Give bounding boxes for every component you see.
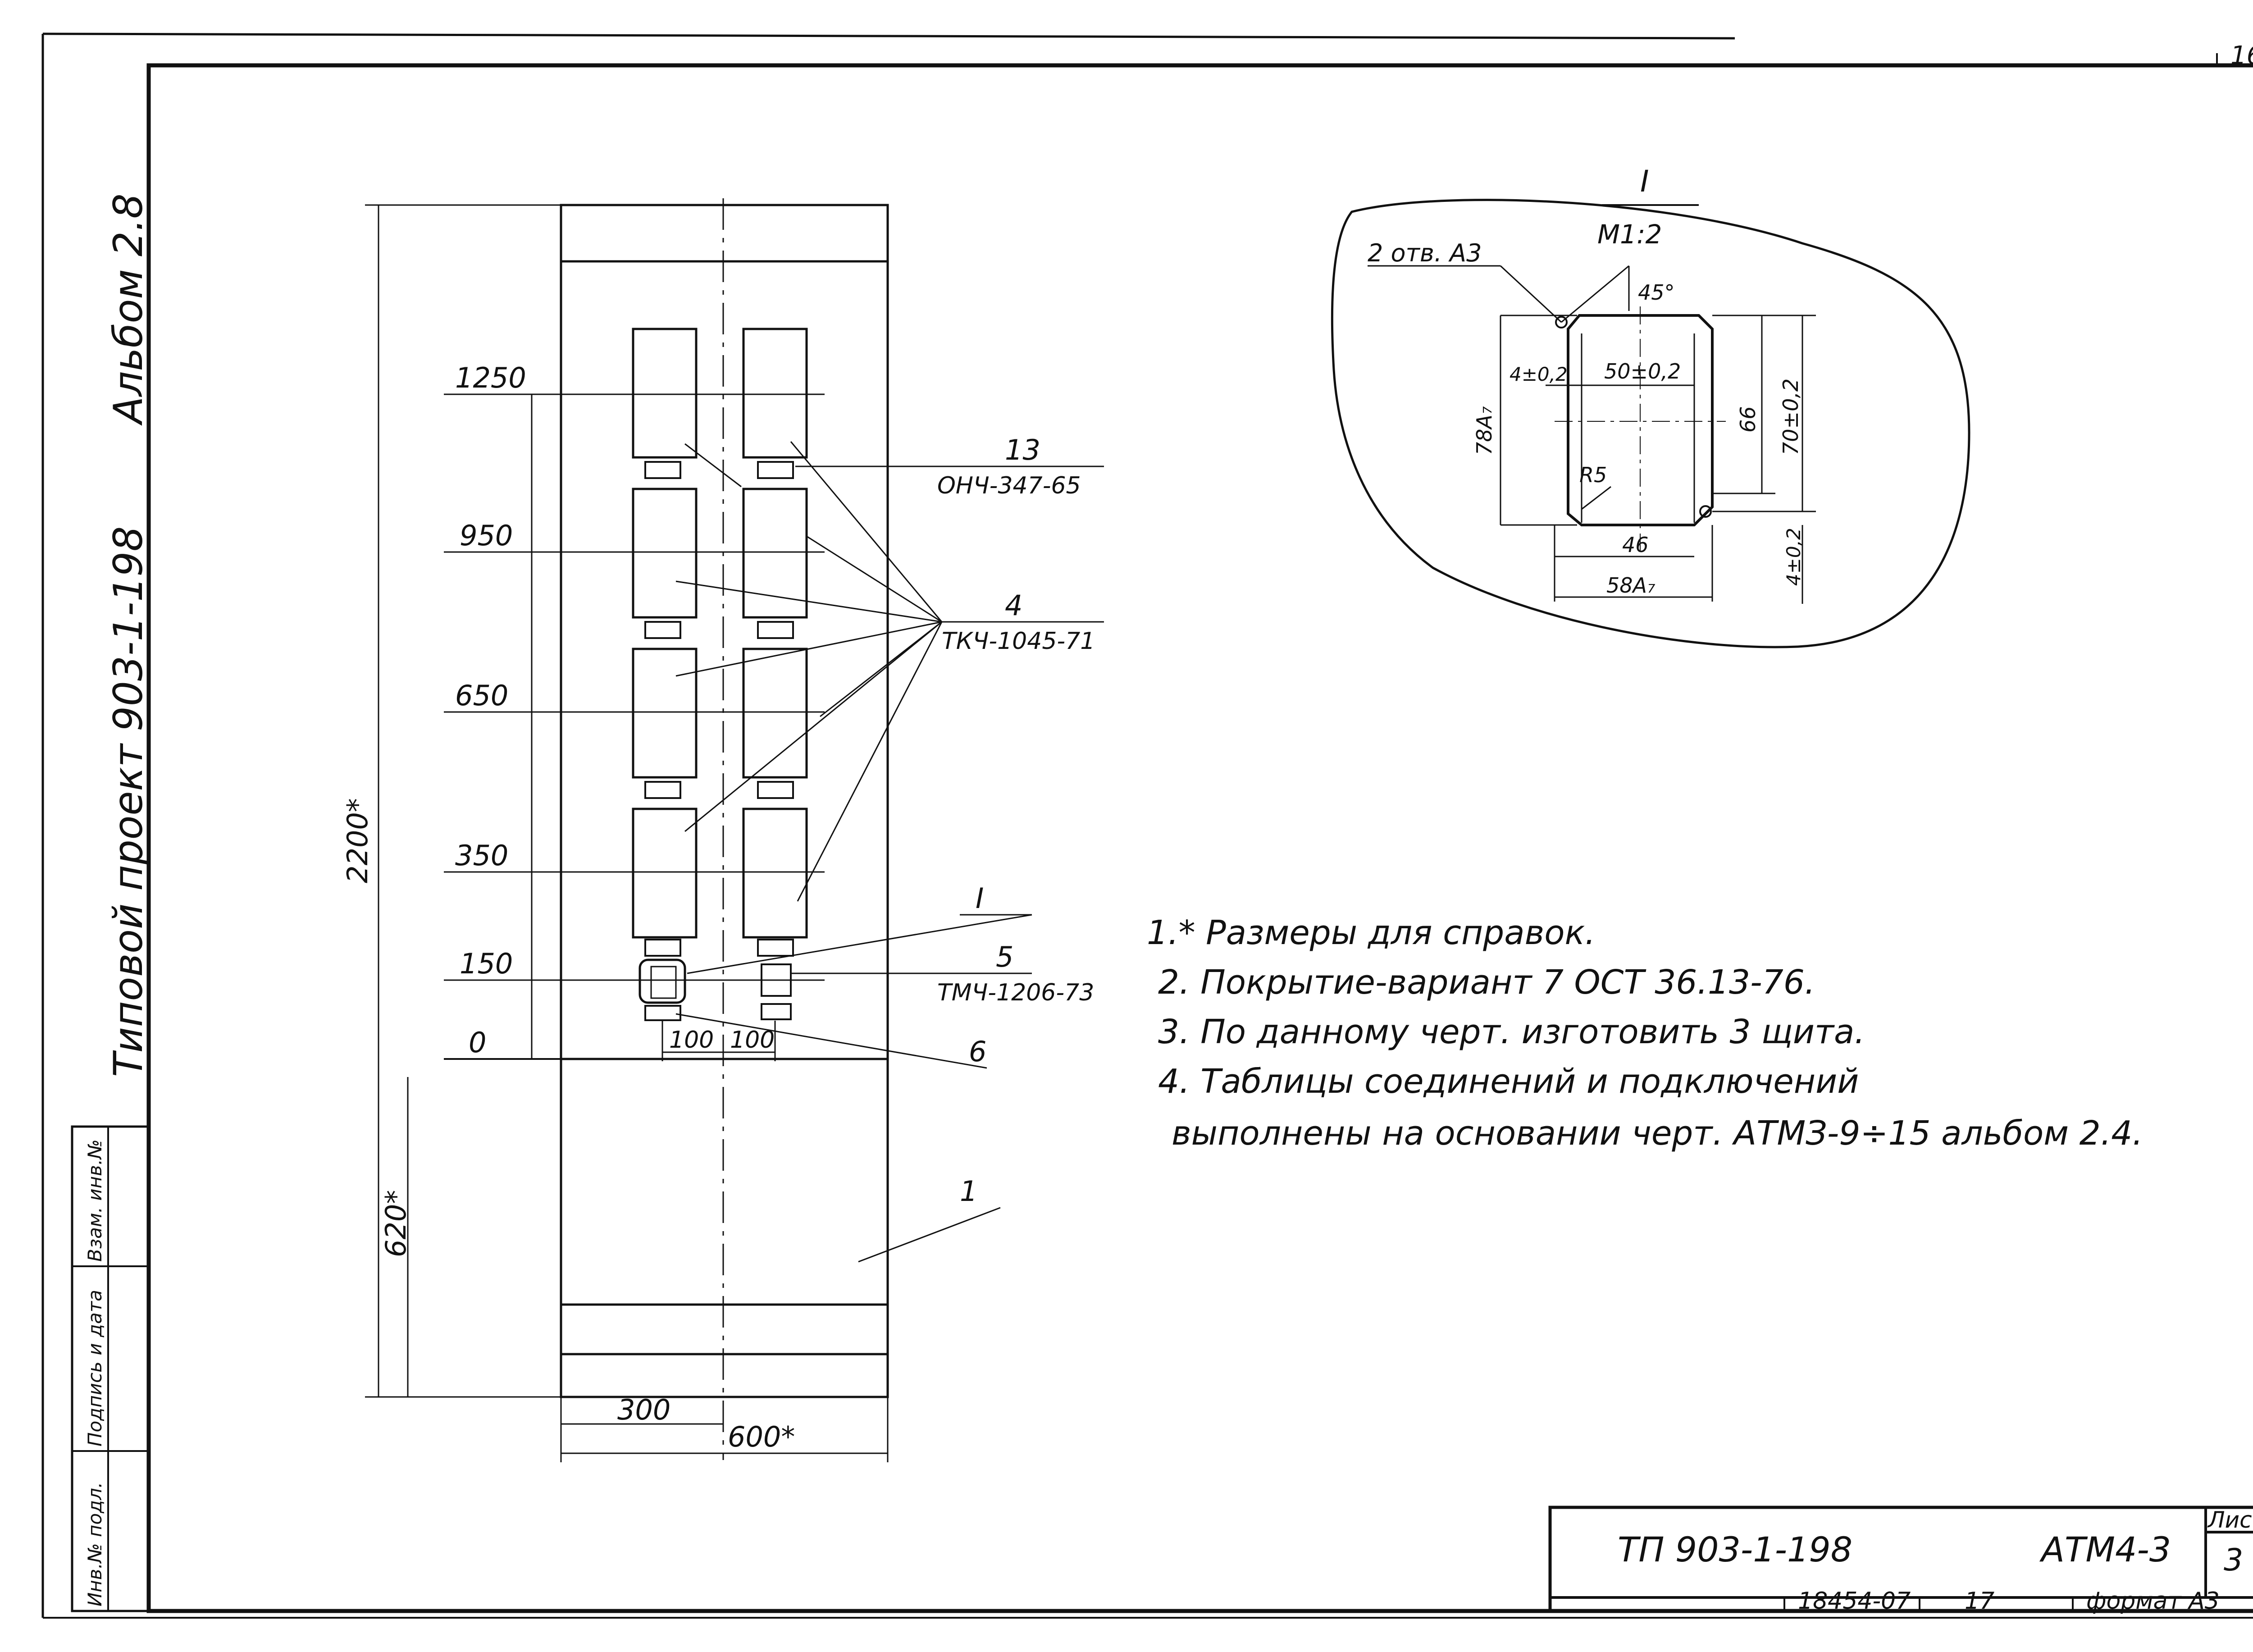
stamp-column: Инв.№ подл. Подпись и дата Взам. инв.№ [71, 1125, 150, 1612]
elevation-1250: 1250 [455, 361, 526, 394]
callout-13-code: ОНЧ-347-65 [937, 472, 1081, 499]
dim-spacing-b: 100 [730, 1027, 775, 1054]
elevation-lines [444, 393, 825, 1060]
callout-I: I [976, 882, 984, 915]
inventory-sub: 17 [1965, 1588, 1994, 1615]
device-column-right [742, 328, 808, 1020]
detail-dim-inner-width: 50±0,2 [1604, 359, 1681, 383]
device-column-left [632, 328, 698, 1021]
inventory-number: 18454-07 [1798, 1588, 1911, 1615]
page-corner-number: 16 [2230, 41, 2253, 70]
stamp-inv-orig: Инв.№ подл. [84, 1482, 106, 1606]
elevation-650: 650 [455, 679, 508, 712]
note-4-cont: выполнены на основании черт. АТМЗ-9÷15 а… [1172, 1114, 2143, 1153]
callout-13: 13 [1005, 434, 1040, 466]
sheet-frame: 16 [41, 32, 2253, 1619]
leader-lines [675, 441, 1104, 1263]
album-label: Альбом 2.8 [105, 193, 151, 426]
elevation-0: 0 [469, 1026, 486, 1059]
detail-dim-46: 46 [1622, 533, 1649, 557]
detail-dim-66: 66 [1736, 406, 1760, 433]
stamp-signature-date: Подпись и дата [84, 1290, 106, 1447]
detail-title: I [1640, 164, 1649, 199]
detail-view: I М1:2 2 отв. А3 45° 4±0,2 [1331, 164, 1970, 648]
dim-half-width: 300 [617, 1393, 670, 1426]
height-dimension [365, 204, 561, 1398]
dim-spacing-a: 100 [669, 1027, 714, 1054]
detail-angle: 45° [1638, 280, 1675, 305]
callout-6: 6 [969, 1035, 986, 1068]
dim-width: 600* [728, 1420, 795, 1453]
callout-5-code: ТМЧ-1206-73 [937, 979, 1094, 1006]
side-title: Альбом 2.8 Типовой проект 903-1-198 [105, 193, 151, 1077]
sheet-number: 3 [2224, 1542, 2243, 1578]
panel-front-view: 1250 950 650 350 150 0 2200* 620* 300 60… [341, 198, 1104, 1462]
notes: 1.* Размеры для справок. 2. Покрытие-вар… [1147, 913, 2143, 1153]
sheet-label: Лист [2207, 1507, 2253, 1533]
elevation-150: 150 [460, 947, 513, 980]
elevation-350: 350 [455, 839, 508, 872]
detail-dim-70: 70±0,2 [1779, 379, 1803, 455]
callout-5: 5 [996, 940, 1013, 973]
detail-dim-outer-height: 78А₇ [1472, 406, 1496, 455]
dim-height-total: 2200* [341, 798, 374, 883]
detail-scale: М1:2 [1597, 219, 1662, 250]
note-4: 4. Таблицы соединений и подключений [1158, 1062, 1859, 1101]
callout-4: 4 [1005, 589, 1022, 622]
callout-1: 1 [960, 1175, 977, 1208]
detail-dim-58: 58А₇ [1606, 573, 1656, 598]
project-code: ТП 903-1-198 [1618, 1529, 1852, 1570]
sheet-format: формат А3 [2086, 1588, 2220, 1615]
dim-bottom-620: 620* [379, 1190, 412, 1257]
note-3: 3. По данному черт. изготовить 3 щита. [1158, 1013, 1865, 1051]
note-2: 2. Покрытие-вариант 7 ОСТ 36.13-76. [1158, 963, 1815, 1002]
detail-dim-radius: R5 [1579, 463, 1607, 487]
project-label: Типовой проект 903-1-198 [105, 526, 151, 1077]
detail-dim-offset-bottom: 4±0,2 [1783, 528, 1805, 586]
drawing-code: АТМ4-3 [2039, 1529, 2171, 1570]
callout-4-code: ТКЧ-1045-71 [942, 628, 1095, 655]
width-dimension [560, 1021, 889, 1462]
note-1: 1.* Размеры для справок. [1147, 913, 1596, 952]
elevation-950: 950 [460, 519, 513, 552]
detail-dim-offset-left: 4±0,2 [1510, 363, 1568, 385]
stamp-replaced-inv: Взам. инв.№ [84, 1139, 106, 1262]
detail-holes-label: 2 отв. А3 [1368, 239, 1482, 267]
title-block: ТП 903-1-198 АТМ4-3 Лист 3 18454-07 17 ф… [1548, 1506, 2253, 1615]
